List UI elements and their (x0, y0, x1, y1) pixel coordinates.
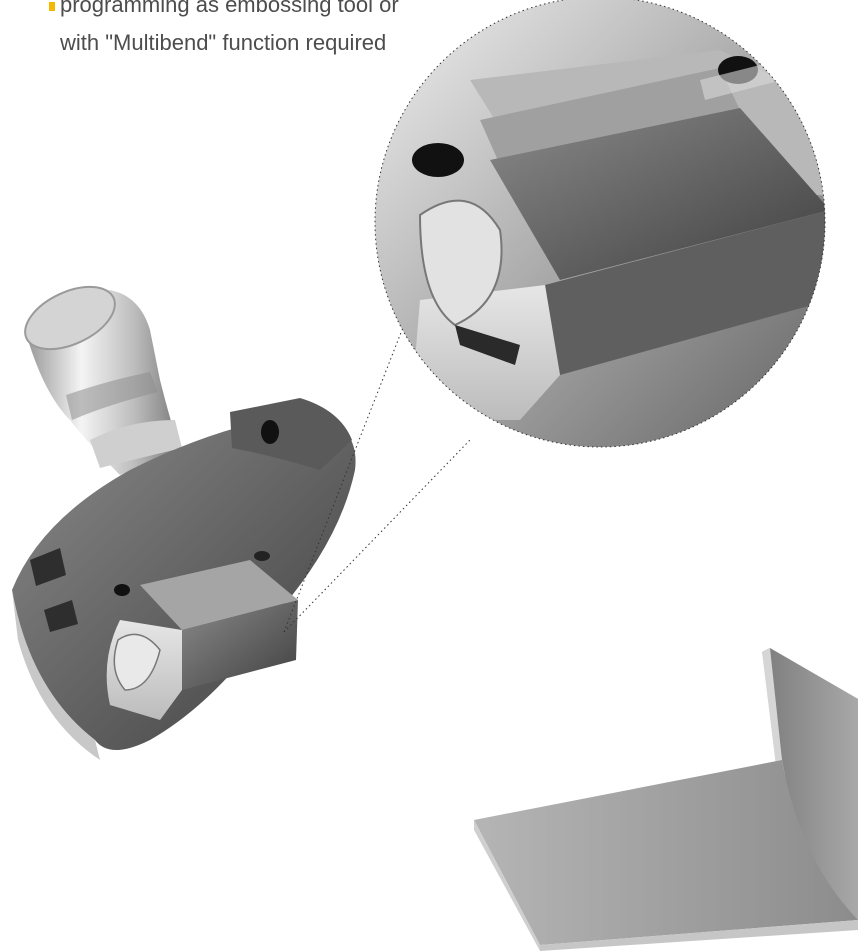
bending-punch-tool-icon (12, 285, 356, 760)
zoom-leader-lines (283, 329, 471, 633)
square-bullet-icon (49, 2, 55, 11)
bent-sheet-metal-angle-icon (474, 648, 858, 951)
caption-line-1: programming as embossing tool or (49, 0, 500, 24)
caption-line-1-text: programming as embossing tool or (60, 0, 399, 17)
feature-caption: programming as embossing tool or with "M… (49, 0, 500, 62)
caption-line-2: with "Multibend" function required (60, 30, 387, 55)
magnified-detail-callout-icon (374, 0, 826, 448)
